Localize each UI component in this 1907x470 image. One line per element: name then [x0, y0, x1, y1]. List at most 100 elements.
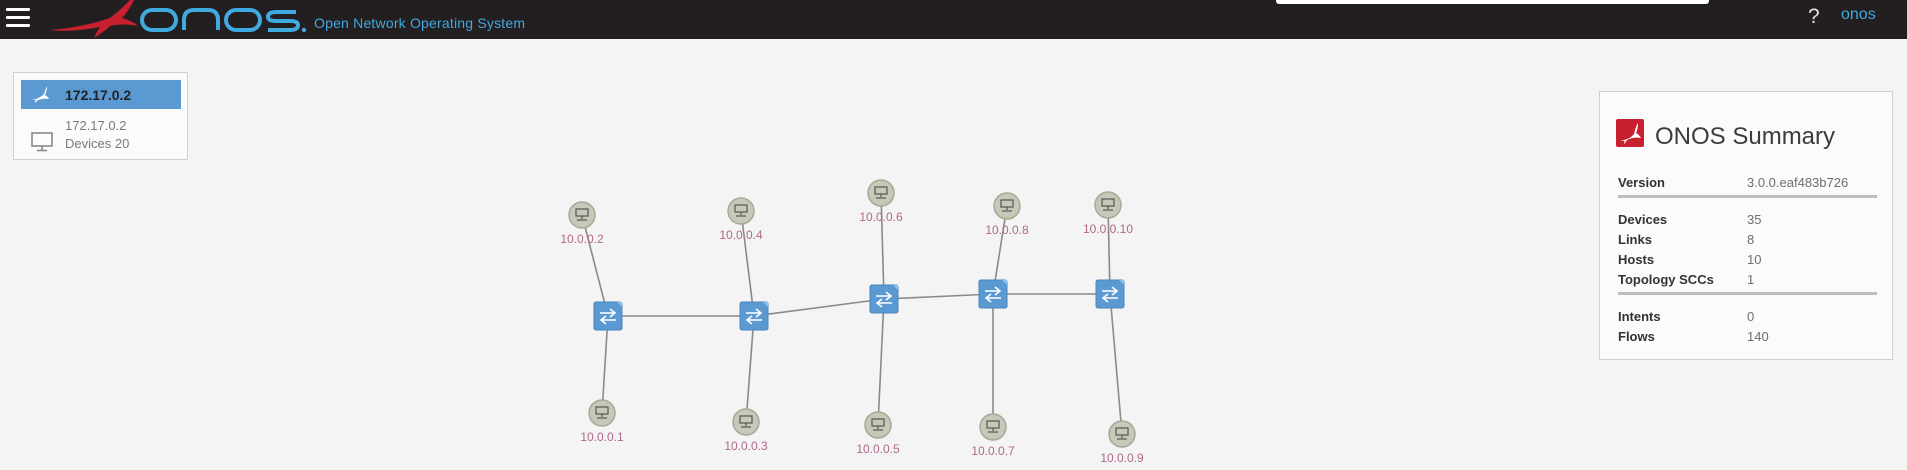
host-node[interactable]: 10.0.0.1 [580, 399, 624, 444]
host-label: 10.0.0.9 [1100, 451, 1144, 465]
app-tagline: Open Network Operating System [314, 15, 526, 31]
switch-corner-badge [1002, 280, 1007, 285]
host-link[interactable] [877, 298, 885, 426]
host-icon[interactable] [588, 399, 616, 427]
cluster-node-panel: 172.17.0.2 172.17.0.2 Devices 20 [13, 72, 188, 160]
summary-sccs-value: 1 [1747, 272, 1755, 287]
host-node[interactable]: 10.0.0.2 [560, 201, 604, 246]
summary-divider [1618, 292, 1877, 295]
host-node[interactable]: 10.0.0.3 [724, 408, 768, 453]
user-menu-link[interactable]: onos [1841, 6, 1876, 23]
topology-hosts: 10.0.0.2 10.0.0.1 10.0.0.4 10.0.0.3 10.0.0.6… [560, 179, 1144, 465]
switch-glyph [745, 315, 762, 325]
host-link[interactable] [601, 315, 609, 414]
host-label: 10.0.0.5 [856, 442, 900, 456]
host-label: 10.0.0.2 [560, 232, 604, 246]
summary-row-version: Version 3.0.0.eaf483b726 [1618, 172, 1877, 192]
host-icon[interactable] [727, 197, 755, 225]
host-icon[interactable] [979, 413, 1007, 441]
host-icon[interactable] [1094, 191, 1122, 219]
host-label: 10.0.0.6 [859, 210, 903, 224]
host-link[interactable] [880, 192, 885, 300]
switch-glyph [1101, 293, 1118, 303]
summary-row-devices: Devices 35 [1618, 209, 1877, 229]
onos-wordmark-logo [140, 8, 307, 33]
host-icon[interactable] [864, 411, 892, 439]
host-node[interactable]: 10.0.0.10 [1083, 191, 1133, 236]
host-label: 10.0.0.7 [971, 444, 1015, 458]
host-link[interactable] [581, 214, 609, 317]
host-label: 10.0.0.3 [724, 439, 768, 453]
summary-row-sccs: Topology SCCs 1 [1618, 269, 1877, 289]
cluster-node-header[interactable]: 172.17.0.2 [21, 80, 181, 109]
switch-node[interactable] [978, 279, 1008, 309]
summary-intents-label: Intents [1618, 309, 1661, 324]
host-link[interactable] [745, 315, 755, 423]
host-link[interactable] [1107, 204, 1111, 295]
switch-link[interactable] [753, 298, 885, 317]
summary-version-value: 3.0.0.eaf483b726 [1747, 175, 1849, 190]
host-icon[interactable] [993, 192, 1021, 220]
host-node[interactable]: 10.0.0.4 [719, 197, 763, 242]
search-input[interactable] [1276, 0, 1709, 4]
menu-icon[interactable] [4, 4, 32, 32]
summary-row-links: Links 8 [1618, 229, 1877, 249]
switch-icon[interactable] [869, 284, 899, 314]
top-bar: Open Network Operating System ? onos [0, 0, 1907, 39]
summary-hosts-value: 10 [1747, 252, 1762, 267]
summary-row-intents: Intents 0 [1618, 306, 1877, 326]
switch-icon[interactable] [593, 301, 623, 331]
cluster-node-devices: Devices 20 [65, 136, 130, 151]
monitor-icon [31, 132, 53, 152]
switch-glyph [875, 298, 892, 308]
onos-summary-panel: ONOS Summary Version 3.0.0.eaf483b726 De… [1599, 91, 1893, 360]
summary-row-hosts: Hosts 10 [1618, 249, 1877, 269]
host-link[interactable] [992, 205, 1008, 295]
switch-icon[interactable] [978, 279, 1008, 309]
summary-flows-value: 140 [1747, 329, 1769, 344]
topology-links [581, 192, 1123, 435]
switch-glyph [600, 308, 617, 318]
summary-sccs-label: Topology SCCs [1618, 272, 1714, 287]
switch-corner-badge [617, 302, 622, 307]
topology-switches [593, 279, 1125, 331]
switch-corner-badge [1119, 280, 1124, 285]
host-node[interactable]: 10.0.0.6 [859, 179, 903, 224]
host-node[interactable]: 10.0.0.9 [1100, 420, 1144, 465]
host-label: 10.0.0.10 [1083, 222, 1133, 236]
summary-version-label: Version [1618, 175, 1665, 190]
switch-link[interactable] [883, 293, 994, 300]
host-node[interactable]: 10.0.0.7 [971, 413, 1015, 458]
host-icon[interactable] [867, 179, 895, 207]
switch-icon[interactable] [1095, 279, 1125, 309]
host-node[interactable]: 10.0.0.5 [856, 411, 900, 456]
host-link[interactable] [1109, 293, 1123, 435]
host-icon[interactable] [568, 201, 596, 229]
host-label: 10.0.0.4 [719, 228, 763, 242]
summary-divider [1618, 195, 1877, 198]
summary-row-flows: Flows 140 [1618, 326, 1877, 346]
host-node[interactable]: 10.0.0.8 [985, 192, 1029, 237]
help-icon[interactable]: ? [1808, 5, 1820, 28]
host-label: 10.0.0.8 [985, 223, 1029, 237]
switch-glyph [599, 315, 616, 325]
summary-title: ONOS Summary [1655, 123, 1836, 150]
host-icon[interactable] [732, 408, 760, 436]
host-link[interactable] [740, 210, 755, 317]
summary-intents-value: 0 [1747, 309, 1755, 324]
switch-node[interactable] [1095, 279, 1125, 309]
switch-glyph [1102, 286, 1119, 296]
switch-node[interactable] [739, 301, 769, 331]
summary-flows-label: Flows [1618, 329, 1655, 344]
host-label: 10.0.0.1 [580, 430, 624, 444]
summary-table: Version 3.0.0.eaf483b726 Devices 35 Link… [1618, 172, 1877, 346]
switch-node[interactable] [869, 284, 899, 314]
host-icon[interactable] [1108, 420, 1136, 448]
switch-icon[interactable] [739, 301, 769, 331]
switch-glyph [746, 308, 763, 318]
summary-devices-value: 35 [1747, 212, 1762, 227]
switch-node[interactable] [593, 301, 623, 331]
summary-devices-label: Devices [1618, 212, 1668, 227]
summary-hosts-label: Hosts [1618, 252, 1655, 267]
